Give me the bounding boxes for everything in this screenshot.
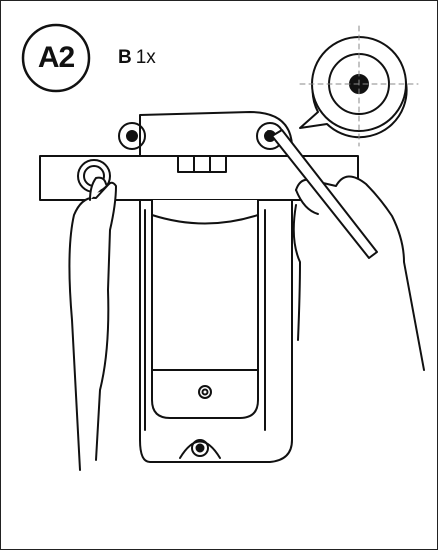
screw-hole-target-icon: [299, 25, 419, 147]
part-count: 1x: [135, 47, 156, 68]
device-body: [144, 199, 266, 431]
right-hand: [292, 175, 425, 371]
part-letter: B: [118, 47, 132, 68]
marking-pencil: [267, 129, 378, 259]
left-hand: [68, 176, 117, 471]
step-badge: A2: [37, 41, 75, 74]
step-badge-circle: [21, 23, 91, 93]
